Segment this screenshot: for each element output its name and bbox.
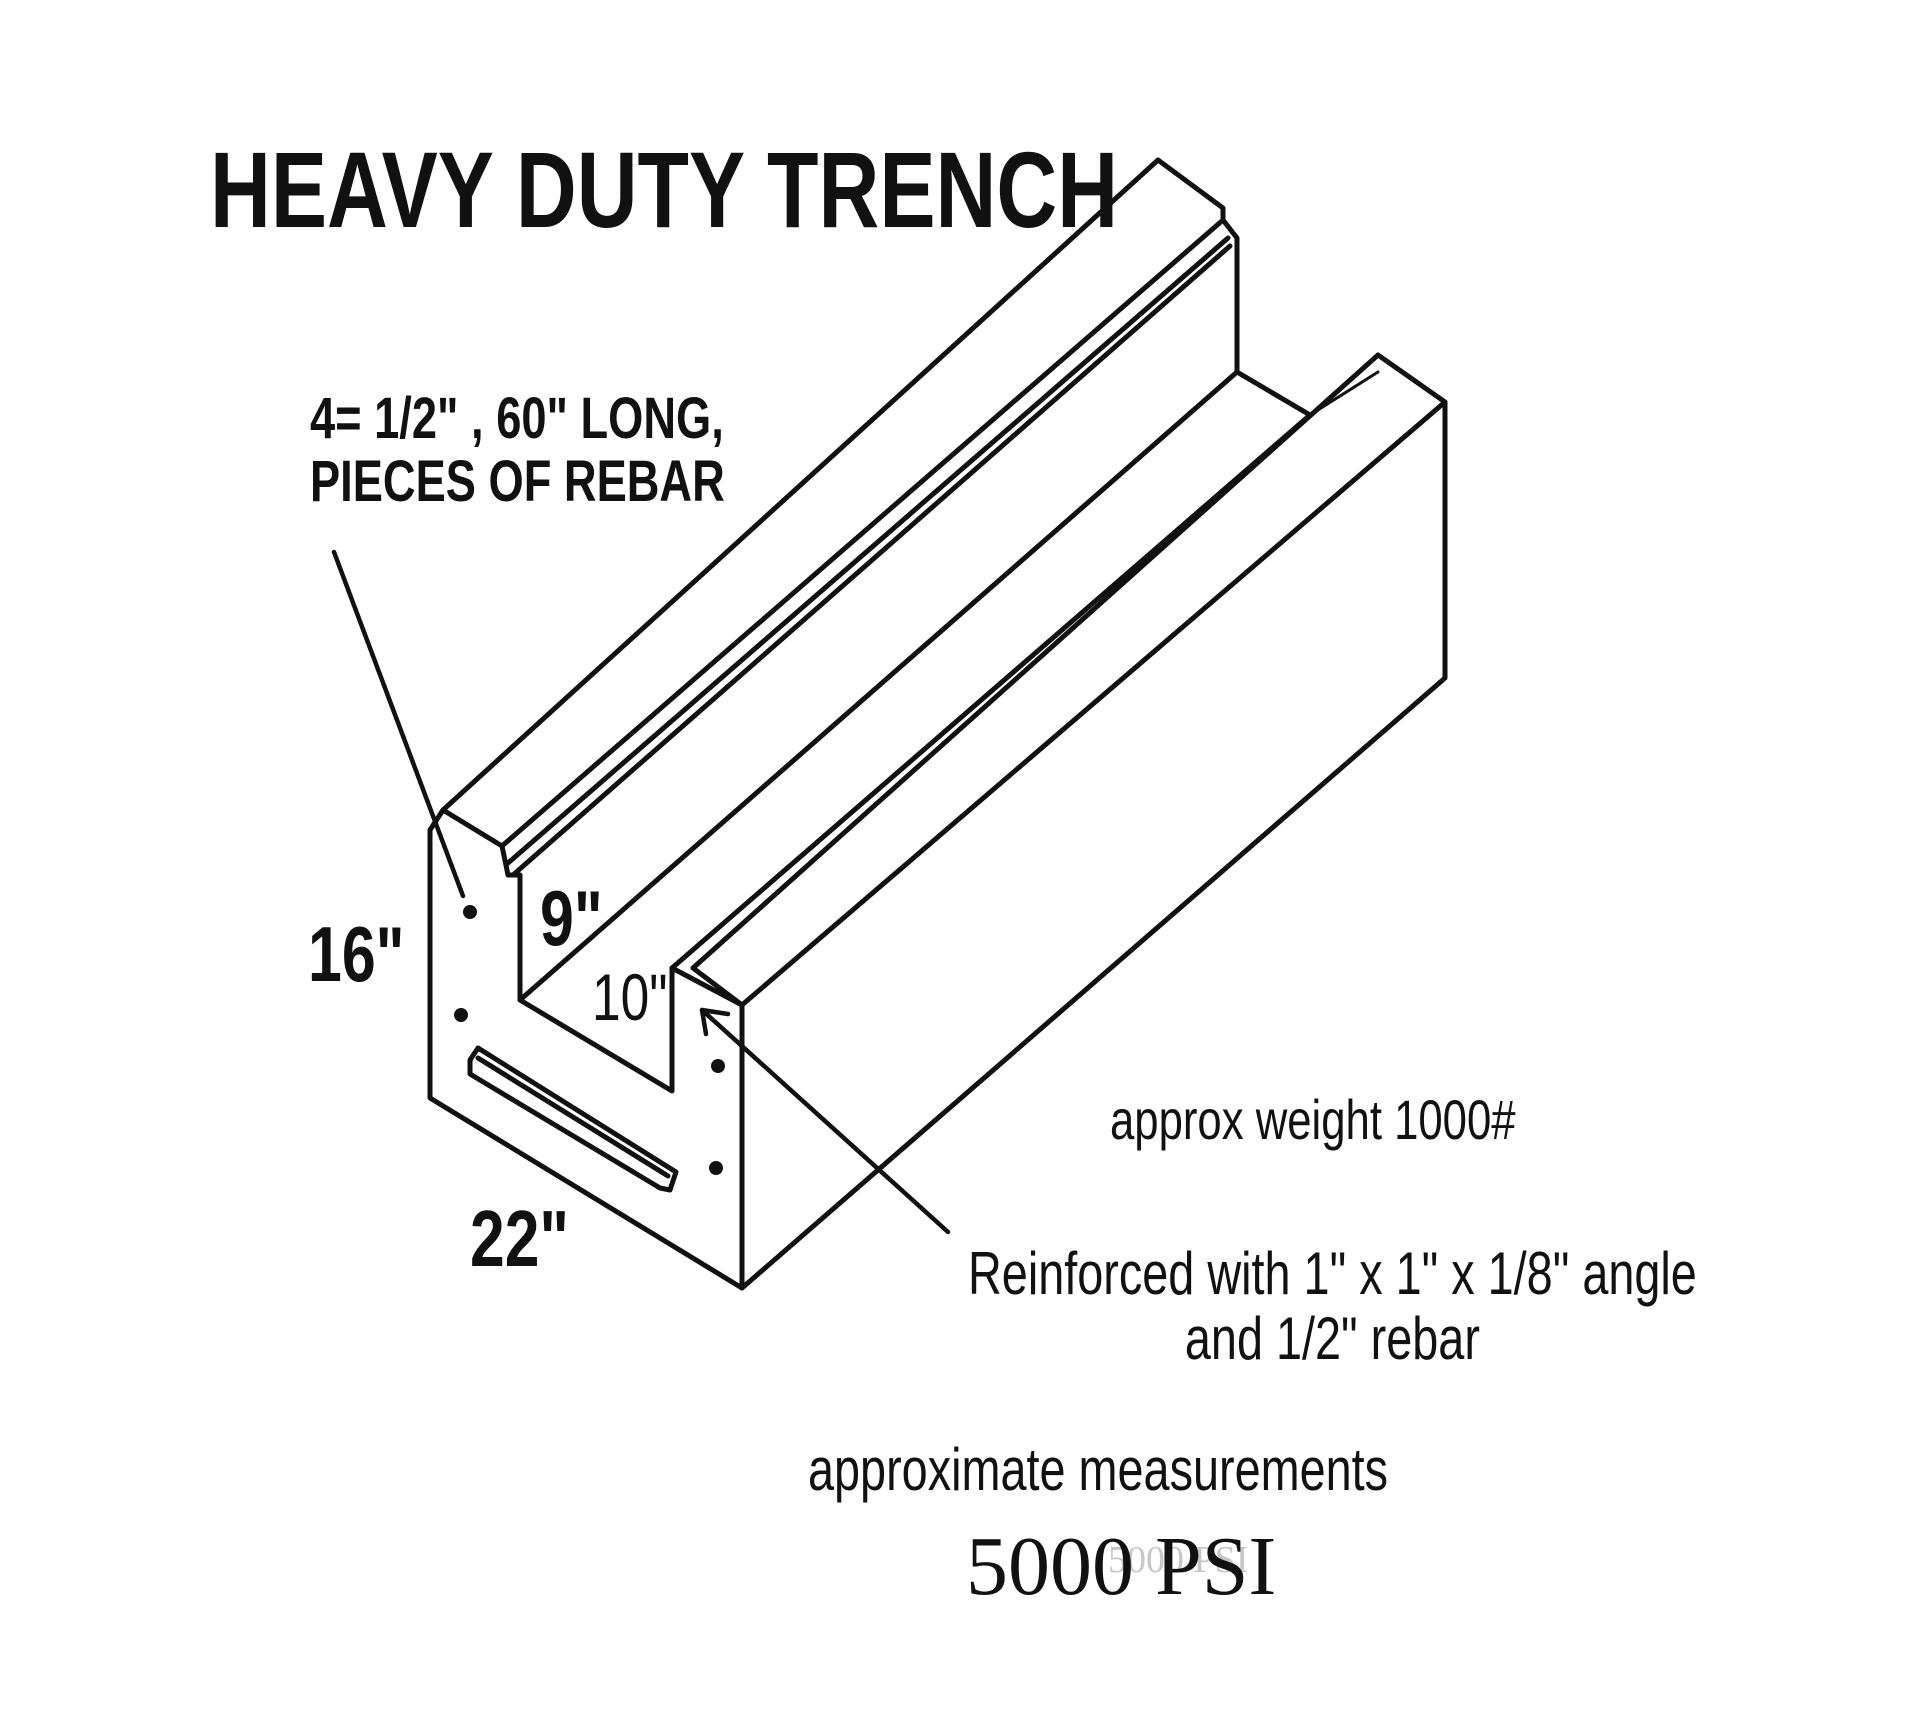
reinforcement-note-line1: Reinforced with 1" x 1" x 1/8" angle [968,1240,1697,1307]
rebar-note: 4= 1/2" , 60" LONG, PIECES OF REBAR [310,386,725,514]
rebar-hole [454,1008,468,1022]
inner-depth-dimension: 10" [592,960,668,1034]
measurements-note: approximate measurements [808,1436,1389,1503]
reinforcement-leader-line [699,1007,951,1235]
right-wall-top [690,352,1448,1008]
right-wall-face [739,399,1448,1291]
arrowhead-icon [699,1007,731,1037]
inner-width-dimension: 9" [540,874,603,962]
rebar-hole [709,1161,723,1175]
rebar-note-line2: PIECES OF REBAR [310,448,725,514]
angle-iron [467,1045,679,1193]
reinforcement-note-line2: and 1/2" rebar [1184,1304,1480,1372]
rebar-hole [463,905,477,919]
strength-sketch-text: 5000 PSI [1108,1539,1249,1581]
rebar-leader-line [331,549,466,899]
weight-note: approx weight 1000# [1110,1088,1516,1151]
rebar-note-line1: 4= 1/2" , 60" LONG, [310,386,724,451]
height-dimension: 16" [308,910,405,998]
channel-floor-line [517,369,1313,1003]
trench-front-face [427,807,745,1291]
diagram-title: HEAVY DUTY TRENCH [210,129,1119,250]
reinforcement-note: Reinforced with 1" x 1" x 1/8" angle and… [968,1240,1697,1372]
width-dimension: 22" [470,1194,569,1283]
right-wall-inner-edge [1308,370,1380,417]
rebar-hole [711,1059,725,1073]
strength-rating: 5000 PSI [966,1520,1277,1613]
left-wall-top [440,157,1226,849]
left-wall-groove [505,217,1240,878]
